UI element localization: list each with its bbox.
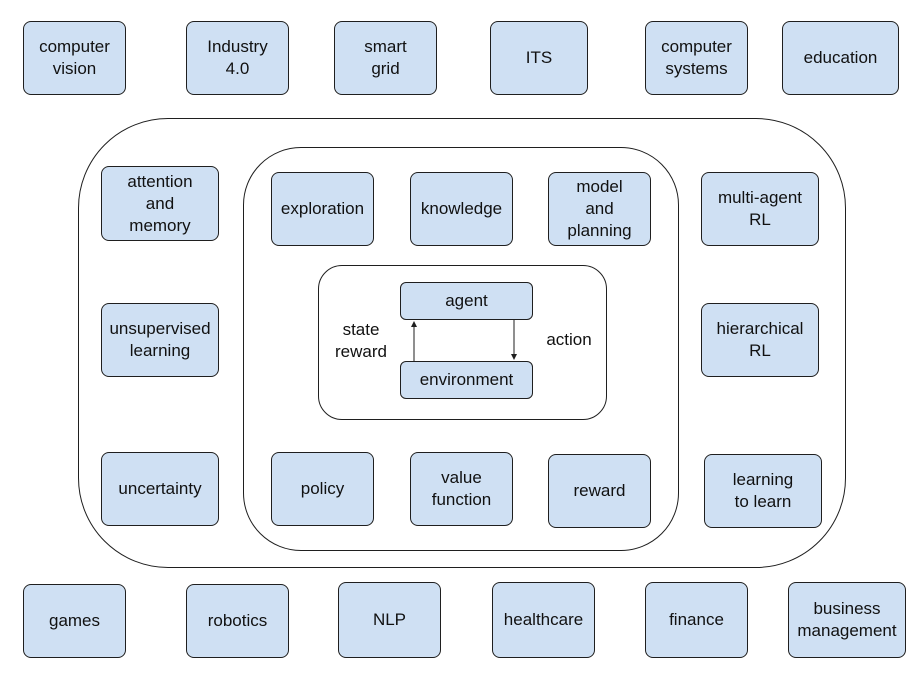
core-loop-region — [318, 265, 607, 420]
outer-region — [78, 118, 846, 568]
industry-4-box: Industry 4.0 — [186, 21, 289, 95]
agent-box: agent — [400, 282, 533, 320]
attention-and-memory-box: attention and memory — [101, 166, 219, 241]
reward-box: reward — [548, 454, 651, 528]
healthcare-box: healthcare — [492, 582, 595, 658]
its-box: ITS — [490, 21, 588, 95]
smart-grid-box: smart grid — [334, 21, 437, 95]
state-reward-label: state reward — [335, 320, 387, 361]
hierarchical-rl-box: hierarchical RL — [701, 303, 819, 377]
computer-vision-box: computer vision — [23, 21, 126, 95]
knowledge-box: knowledge — [410, 172, 513, 246]
environment-box: environment — [400, 361, 533, 399]
action-label: action — [546, 330, 592, 349]
unsupervised-learning-box: unsupervised learning — [101, 303, 219, 377]
finance-box: finance — [645, 582, 748, 658]
uncertainty-box: uncertainty — [101, 452, 219, 526]
business-management-box: business management — [788, 582, 906, 658]
nlp-box: NLP — [338, 582, 441, 658]
policy-box: policy — [271, 452, 374, 526]
model-and-planning-box: model and planning — [548, 172, 651, 246]
inner-region — [243, 147, 679, 551]
value-function-box: value function — [410, 452, 513, 526]
multi-agent-rl-box: multi-agent RL — [701, 172, 819, 246]
learning-to-learn-box: learning to learn — [704, 454, 822, 528]
computer-systems-box: computer systems — [645, 21, 748, 95]
exploration-box: exploration — [271, 172, 374, 246]
education-box: education — [782, 21, 899, 95]
games-box: games — [23, 584, 126, 658]
robotics-box: robotics — [186, 584, 289, 658]
